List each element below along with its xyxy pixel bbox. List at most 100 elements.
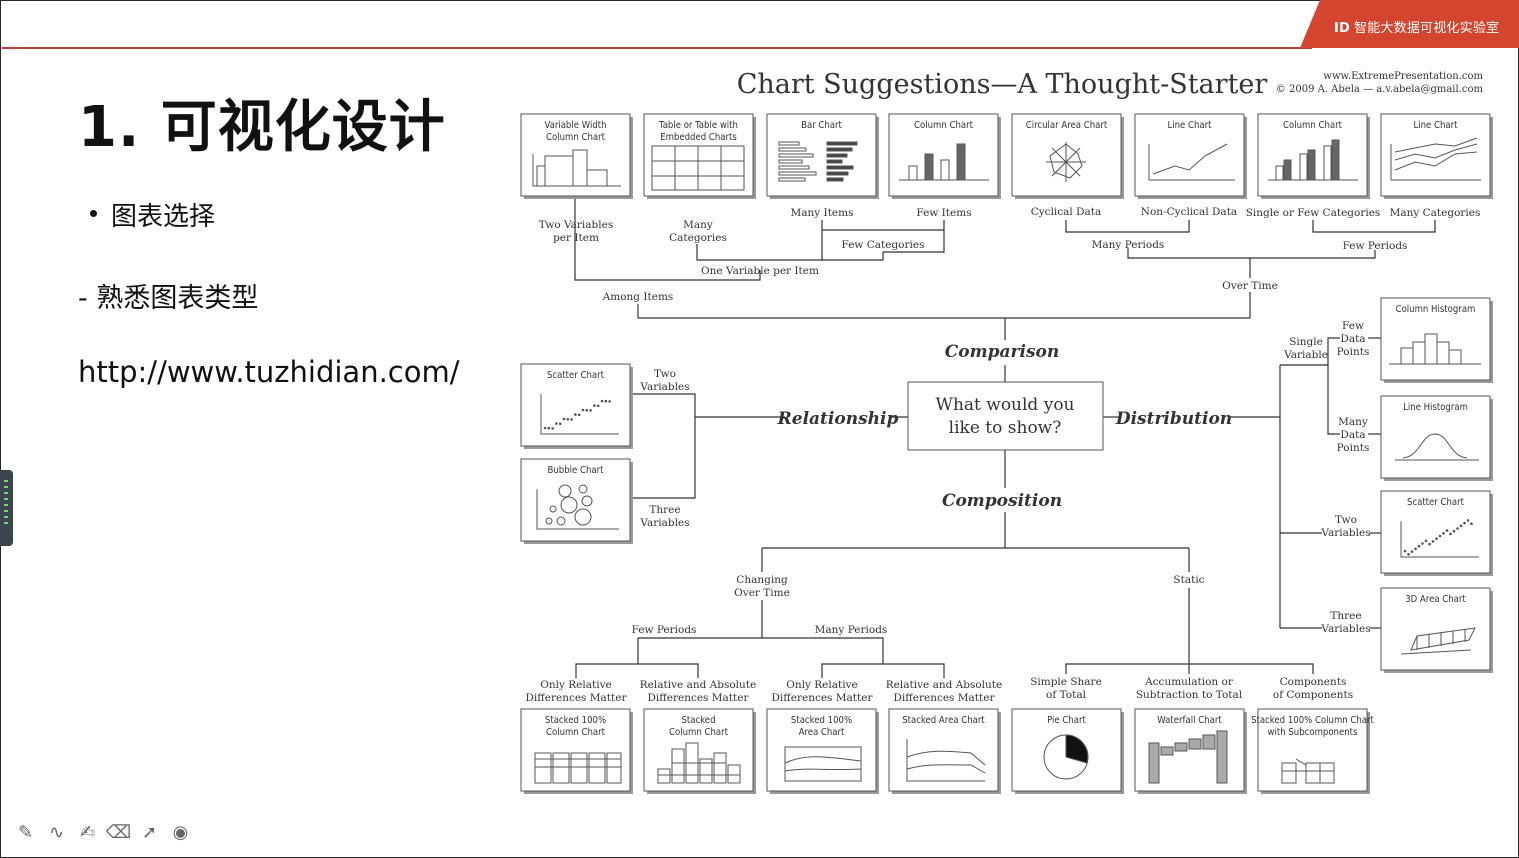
side-panel-handle[interactable] — [0, 470, 13, 546]
handle-grip — [4, 522, 8, 524]
diagram-label: Only Relative — [786, 679, 857, 691]
thumb-rect — [713, 752, 727, 784]
center-question-box — [907, 381, 1104, 451]
record-icon[interactable]: ◉ — [172, 822, 189, 843]
thumb-rect — [924, 153, 934, 181]
marker-icon[interactable]: ✍ — [79, 822, 96, 843]
connector-line — [1065, 588, 1190, 674]
scatter-chart-relationship-title: Scatter Chart — [547, 370, 605, 381]
thumb-rect — [727, 764, 741, 784]
thumb-circle — [1449, 532, 1452, 536]
pie-chart-title: Pie Chart — [1047, 715, 1086, 726]
line-chart-2 — [1380, 113, 1491, 197]
bullet-dot-icon — [90, 210, 97, 217]
pointer-icon[interactable]: ➚ — [141, 822, 158, 843]
thumb-path — [906, 750, 986, 766]
pen-icon[interactable]: ✎ — [17, 822, 34, 843]
connector-line — [574, 196, 761, 281]
thumb-path — [1046, 142, 1086, 182]
thumb-rect — [778, 165, 810, 170]
line-chart-2-title: Line Chart — [1413, 120, 1458, 131]
handle-grip — [4, 510, 8, 512]
bar-chart-glyph — [778, 141, 858, 182]
thumb-circle — [1428, 542, 1431, 546]
stacked-100-column-chart-glyph — [534, 752, 622, 784]
thumb-path — [652, 146, 744, 190]
thumb-circle — [1417, 544, 1421, 548]
thumb-rect — [778, 141, 800, 146]
thumb-circle — [574, 413, 577, 416]
column-histogram-title: Column Histogram — [1396, 304, 1476, 315]
handle-grip — [4, 498, 8, 500]
thumb-rect — [699, 758, 713, 784]
thumb-rect — [1283, 159, 1292, 181]
diagram-credit: © 2009 A. Abela — a.v.abela@gmail.com — [1276, 84, 1484, 95]
variable-width-column-chart-title: Column Chart — [546, 132, 606, 143]
line-histogram-title: Line Histogram — [1403, 402, 1468, 413]
diagram-label: Few Periods — [632, 624, 697, 636]
stacked-area-chart-title: Stacked Area Chart — [902, 715, 985, 726]
thumb-circle — [1445, 529, 1449, 532]
circular-area-chart-title: Circular Area Chart — [1026, 120, 1108, 131]
curve-icon[interactable]: ∿ — [48, 822, 65, 843]
line-chart-1-title: Line Chart — [1167, 120, 1212, 131]
brand-banner — [1300, 0, 1519, 48]
thumb-path — [1400, 649, 1472, 655]
diagram-label: Differences Matter — [648, 692, 750, 704]
thumb-circle — [581, 495, 593, 507]
diagram-label: Many Categories — [1390, 207, 1481, 219]
thumb-path — [1394, 151, 1478, 171]
diagram-label: Points — [1337, 346, 1370, 358]
connector-line — [883, 220, 945, 253]
connector-line — [630, 393, 696, 499]
diagram-label: Data — [1340, 333, 1365, 345]
line-histogram — [1380, 395, 1491, 479]
handle-grip — [4, 504, 8, 506]
thumb-rect — [1160, 746, 1174, 756]
diagram-label: Components — [1280, 676, 1347, 688]
brand-text: 智能大数据可视化实验室 — [1354, 21, 1500, 36]
thumb-rect — [588, 752, 606, 784]
thumb-rect — [572, 149, 588, 187]
thumb-rect — [826, 141, 858, 146]
diagram-label: Two — [654, 368, 676, 380]
reference-url[interactable]: http://www.tuzhidian.com/ — [78, 355, 460, 389]
thumb-rect — [1275, 165, 1284, 181]
diagram-label: Variables — [1320, 623, 1370, 635]
table-embedded-charts-title: Embedded Charts — [660, 132, 737, 143]
waterfall-chart-title: Waterfall Chart — [1157, 715, 1222, 726]
thumb-path — [658, 762, 740, 776]
thumb-path — [1282, 758, 1334, 772]
bubble-chart-title: Bubble Chart — [548, 465, 605, 476]
thumb-circle — [1431, 540, 1435, 543]
thumb-rect — [570, 752, 588, 784]
thumb-circle — [1421, 542, 1424, 545]
diagram-label: Accumulation or — [1144, 676, 1234, 688]
thumb-circle — [1424, 539, 1428, 543]
thumb-rect — [1319, 762, 1335, 784]
thumb-circle — [593, 404, 596, 407]
thumb-circle — [547, 426, 551, 430]
column-chart-2-glyph — [1268, 139, 1358, 181]
bar-chart — [766, 113, 877, 197]
diagram-label: Points — [1337, 442, 1370, 454]
thumb-rect — [586, 169, 608, 187]
column-chart-2-title: Column Chart — [1283, 120, 1343, 131]
thumb-path — [906, 764, 986, 774]
diagram-label: Relative and Absolute — [886, 679, 1002, 691]
thumb-circle — [608, 400, 611, 403]
slide-title: 1. 可视化设计 — [78, 95, 446, 160]
eraser-icon[interactable]: ⌫ — [105, 822, 132, 843]
thumb-circle — [600, 399, 604, 403]
thumb-rect — [826, 153, 848, 158]
thumb-path — [906, 739, 985, 782]
diagram-label: One Variable per Item — [701, 265, 819, 277]
connector-line — [575, 663, 699, 678]
column-chart-1 — [888, 113, 999, 197]
thumb-circle — [543, 426, 547, 430]
diagram-label: per Item — [553, 232, 599, 244]
diagram-label: Variables — [639, 381, 689, 393]
brand-logo-icon: ID — [1334, 21, 1351, 36]
connector-line — [1280, 337, 1340, 366]
diagram-label: Cyclical Data — [1031, 206, 1102, 218]
